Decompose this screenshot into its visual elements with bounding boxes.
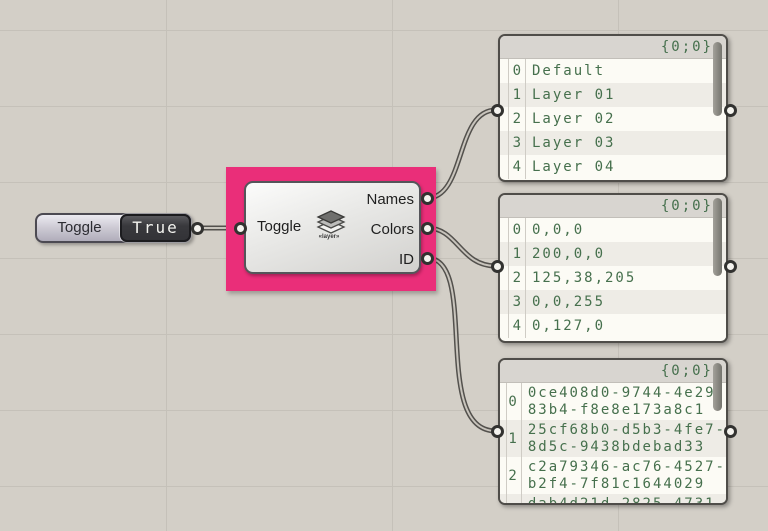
toggle-output-grip[interactable]	[190, 221, 204, 235]
wire-highlight	[426, 109, 497, 199]
panel-scrollbar[interactable]	[713, 42, 722, 116]
layer-table-component[interactable]: Toggle «layer» Names Colors ID	[244, 181, 421, 274]
panel-row-gutter	[500, 314, 508, 338]
panel-scrollbar[interactable]	[713, 363, 722, 411]
panel-row-gutter	[500, 131, 508, 155]
wire[interactable]	[424, 255, 499, 434]
panel-row-gutter	[500, 83, 508, 107]
panel-row: 0 Default	[500, 59, 726, 83]
panel-row-gutter	[500, 218, 508, 242]
panel-row-value: c2a79346-ac76-4527-b2f4-7f81c1644029	[527, 459, 726, 492]
component-input-label: Toggle	[257, 218, 302, 235]
panel-row: 2 125,38,205	[500, 266, 726, 290]
panel-row-index: 3	[508, 131, 526, 155]
panel-row-value: Layer 04	[532, 159, 616, 175]
panel-path-header: {0;0}	[500, 36, 726, 59]
component-output-grip-colors[interactable]	[420, 221, 434, 235]
panel-row-value: 125,38,205	[532, 270, 637, 286]
panel-row-index: 0	[508, 218, 526, 242]
boolean-toggle-node[interactable]: Toggle True	[35, 213, 192, 243]
panel-row-value: 200,0,0	[532, 246, 606, 262]
ids-panel-input-grip[interactable]	[490, 424, 504, 438]
component-input-grip-toggle[interactable]	[233, 221, 247, 235]
panel-row: 1 Layer 01	[500, 83, 726, 107]
panel-row: 0 0,0,0	[500, 218, 726, 242]
component-output-label-id: ID	[399, 251, 414, 268]
panel-row: 1 200,0,0	[500, 242, 726, 266]
panel-row-index: 4	[508, 314, 526, 338]
panel-row: 3 dab4d21d-2825-4731-	[500, 494, 726, 505]
panel-path-header: {0;0}	[500, 360, 726, 383]
panel-row-index: 2	[506, 457, 522, 494]
panel-body: 0 Default 1 Layer 01 2 Layer 02 3 Layer 03 4 Laye…	[500, 59, 726, 179]
panel-row-value: Default	[532, 63, 606, 79]
panel-row-index: 1	[506, 420, 522, 457]
panel-row-value: 0,127,0	[532, 318, 606, 334]
panel-body: 0 0,0,0 1 200,0,0 2 125,38,205 3 0,0,255 4 0,127,…	[500, 218, 726, 338]
wire-highlight	[426, 257, 497, 432]
panel-row: 2 Layer 02	[500, 107, 726, 131]
panel-row-value: 0,0,255	[532, 294, 606, 310]
component-icon-caption: «layer»	[318, 234, 340, 240]
panel-row: 3 Layer 03	[500, 131, 726, 155]
layer-stack-icon	[316, 210, 346, 234]
component-output-grip-names[interactable]	[420, 191, 434, 205]
toggle-label: Toggle	[57, 219, 102, 236]
component-output-grip-id[interactable]	[420, 251, 434, 265]
panel-row-value: dab4d21d-2825-4731-	[527, 496, 726, 505]
panel-row-index: 1	[508, 83, 526, 107]
panel-scrollbar[interactable]	[713, 198, 722, 276]
panel-path-header: {0;0}	[500, 195, 726, 218]
layer-colors-panel[interactable]: {0;0} 0 0,0,0 1 200,0,0 2 125,38,205 3 0,0,255 4…	[498, 193, 728, 343]
panel-row-value: 0,0,0	[532, 222, 585, 238]
component-output-label-colors: Colors	[370, 221, 414, 238]
panel-row-index: 0	[506, 383, 522, 420]
panel-row-index: 3	[508, 290, 526, 314]
panel-row-value: 25cf68b0-d5b3-4fe7-8d5c-9438bdebad33	[527, 422, 726, 455]
panel-row: 3 0,0,255	[500, 290, 726, 314]
panel-row-index: 0	[508, 59, 526, 83]
panel-row-value: Layer 03	[532, 135, 616, 151]
ids-panel-output-grip[interactable]	[723, 424, 737, 438]
panel-row-index: 3	[506, 494, 522, 503]
panel-row-value: 0ce408d0-9744-4e29-83b4-f8e8e173a8c1	[527, 385, 726, 418]
panel-row-gutter	[500, 155, 508, 179]
panel-row: 4 0,127,0	[500, 314, 726, 338]
panel-row-value: Layer 02	[532, 111, 616, 127]
toggle-value-switch[interactable]: True	[120, 214, 191, 242]
names-panel-output-grip[interactable]	[723, 103, 737, 117]
panel-row: 4 Layer 04	[500, 155, 726, 179]
panel-row-index: 1	[508, 242, 526, 266]
panel-row-index: 2	[508, 107, 526, 131]
names-panel-input-grip[interactable]	[490, 103, 504, 117]
component-output-label-names: Names	[366, 191, 414, 208]
panel-row-gutter	[500, 290, 508, 314]
colors-panel-input-grip[interactable]	[490, 259, 504, 273]
panel-row-gutter	[500, 59, 508, 83]
colors-panel-output-grip[interactable]	[723, 259, 737, 273]
panel-row-value: Layer 01	[532, 87, 616, 103]
panel-row-index: 4	[508, 155, 526, 179]
panel-row-index: 2	[508, 266, 526, 290]
